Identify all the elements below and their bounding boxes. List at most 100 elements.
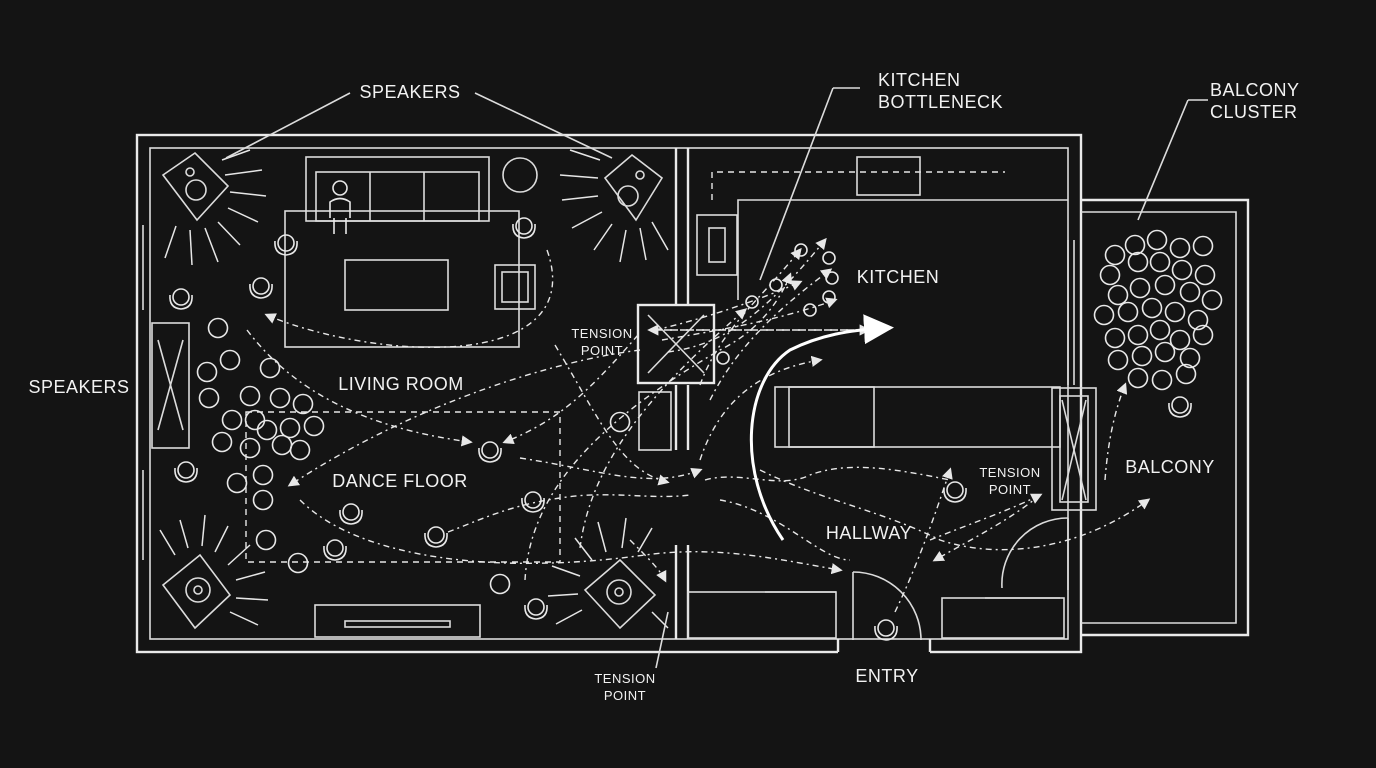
- dance-floor-label: DANCE FLOOR: [332, 471, 468, 491]
- balcony-outline: [1067, 198, 1250, 637]
- balcony-guest: [1107, 284, 1129, 306]
- balcony-guest: [1169, 329, 1191, 351]
- balcony-guest: [1127, 324, 1149, 346]
- guest: [256, 419, 278, 441]
- standing-guest: [512, 217, 536, 239]
- living-room-people: [169, 217, 967, 641]
- left-cabinet: [151, 322, 190, 449]
- standing-guest: [521, 491, 545, 513]
- balcony-cluster-label-line1: BALCONY: [1210, 80, 1300, 100]
- guest: [287, 552, 309, 574]
- callout-leaders: [225, 87, 1208, 669]
- outer-walls: [135, 133, 1083, 654]
- hallway-label: HALLWAY: [826, 523, 912, 543]
- guest: [211, 431, 233, 453]
- living-room-label: LIVING ROOM: [338, 374, 464, 394]
- standing-guest: [339, 503, 363, 525]
- guest: [822, 251, 836, 265]
- speaker-top-right: [559, 149, 669, 263]
- tension-point-label-b-line1: TENSION: [979, 465, 1040, 480]
- guest: [196, 361, 218, 383]
- tension-point-label-c-line1: TENSION: [594, 671, 655, 686]
- speaker-top-left: [161, 149, 267, 266]
- standing-guest: [274, 234, 298, 256]
- balcony-guest: [1179, 281, 1201, 303]
- balcony-cluster-label-line2: CLUSTER: [1210, 102, 1298, 122]
- guest: [292, 393, 314, 415]
- guest: [289, 439, 311, 461]
- tension-point-label-a-line2: POINT: [581, 343, 623, 358]
- balcony-door-swing: [1001, 517, 1069, 590]
- balcony-crowd: [1093, 229, 1223, 418]
- tension-point-label-b-line2: POINT: [989, 482, 1031, 497]
- tv-console: [314, 604, 481, 638]
- standing-guest: [424, 526, 448, 548]
- tension-point-label-a-line1: TENSION: [571, 326, 632, 341]
- kitchen-bottleneck-label-line2: BOTTLENECK: [878, 92, 1003, 112]
- balcony-guest: [1149, 319, 1171, 341]
- balcony-guest: [1171, 259, 1193, 281]
- guest: [239, 437, 261, 459]
- balcony-guest: [1146, 229, 1168, 251]
- balcony-guest: [1124, 234, 1146, 256]
- balcony-guest: [1104, 327, 1126, 349]
- balcony-guest: [1154, 274, 1176, 296]
- balcony-guest: [1129, 277, 1151, 299]
- traffic-flows: [246, 237, 1151, 613]
- kitchen-counters: [696, 156, 1068, 300]
- balcony-guest: [1154, 341, 1176, 363]
- guest: [609, 411, 631, 433]
- standing-guest: [174, 461, 198, 483]
- guest: [252, 489, 274, 511]
- balcony-guest: [1169, 237, 1191, 259]
- balcony-guest: [1164, 301, 1186, 323]
- balcony-guest: [1099, 264, 1121, 286]
- standing-guest: [169, 288, 193, 310]
- guest: [271, 434, 293, 456]
- speaker-bottom-center: [547, 517, 669, 630]
- speaker-bottom-left: [159, 514, 269, 630]
- guest: [255, 529, 277, 551]
- speakers-label-top: SPEAKERS: [359, 82, 460, 102]
- balcony-guest: [1104, 244, 1126, 266]
- balcony-guest: [1179, 347, 1201, 369]
- side-table: [502, 157, 538, 193]
- balcony-guest: [1117, 301, 1139, 323]
- balcony-guest: [1194, 264, 1216, 286]
- guest: [489, 573, 511, 595]
- guest: [769, 278, 783, 292]
- standing-guest: [323, 539, 347, 561]
- balcony-guest: [1201, 289, 1223, 311]
- balcony-label: BALCONY: [1125, 457, 1215, 477]
- balcony-guest: [1149, 251, 1171, 273]
- balcony-guest: [1151, 369, 1173, 391]
- guest: [239, 385, 261, 407]
- hallway-benches: [687, 591, 1065, 639]
- balcony-guest: [1187, 309, 1209, 331]
- speakers-label-left: SPEAKERS: [28, 377, 129, 397]
- guest: [825, 271, 839, 285]
- entry-label: ENTRY: [855, 666, 918, 686]
- guest: [221, 409, 243, 431]
- guest: [822, 290, 836, 304]
- guest: [745, 295, 759, 309]
- guest: [207, 317, 229, 339]
- hall-cabinet: [638, 391, 672, 451]
- balcony-guest: [1131, 345, 1153, 367]
- guest: [716, 351, 730, 365]
- kitchen-label: KITCHEN: [857, 267, 940, 287]
- guest: [252, 464, 274, 486]
- standing-guest: [249, 277, 273, 299]
- guest: [244, 409, 266, 431]
- guest: [226, 472, 248, 494]
- balcony-door-box: [1051, 387, 1097, 511]
- balcony-guest: [1107, 349, 1129, 371]
- standing-guest: [524, 598, 548, 620]
- kitchen-bottleneck-label-line1: KITCHEN: [878, 70, 961, 90]
- standing-guest: [478, 441, 502, 463]
- balcony-guest: [1192, 235, 1214, 257]
- guest: [259, 357, 281, 379]
- balcony-guest: [1127, 251, 1149, 273]
- standing-guest: [943, 481, 967, 503]
